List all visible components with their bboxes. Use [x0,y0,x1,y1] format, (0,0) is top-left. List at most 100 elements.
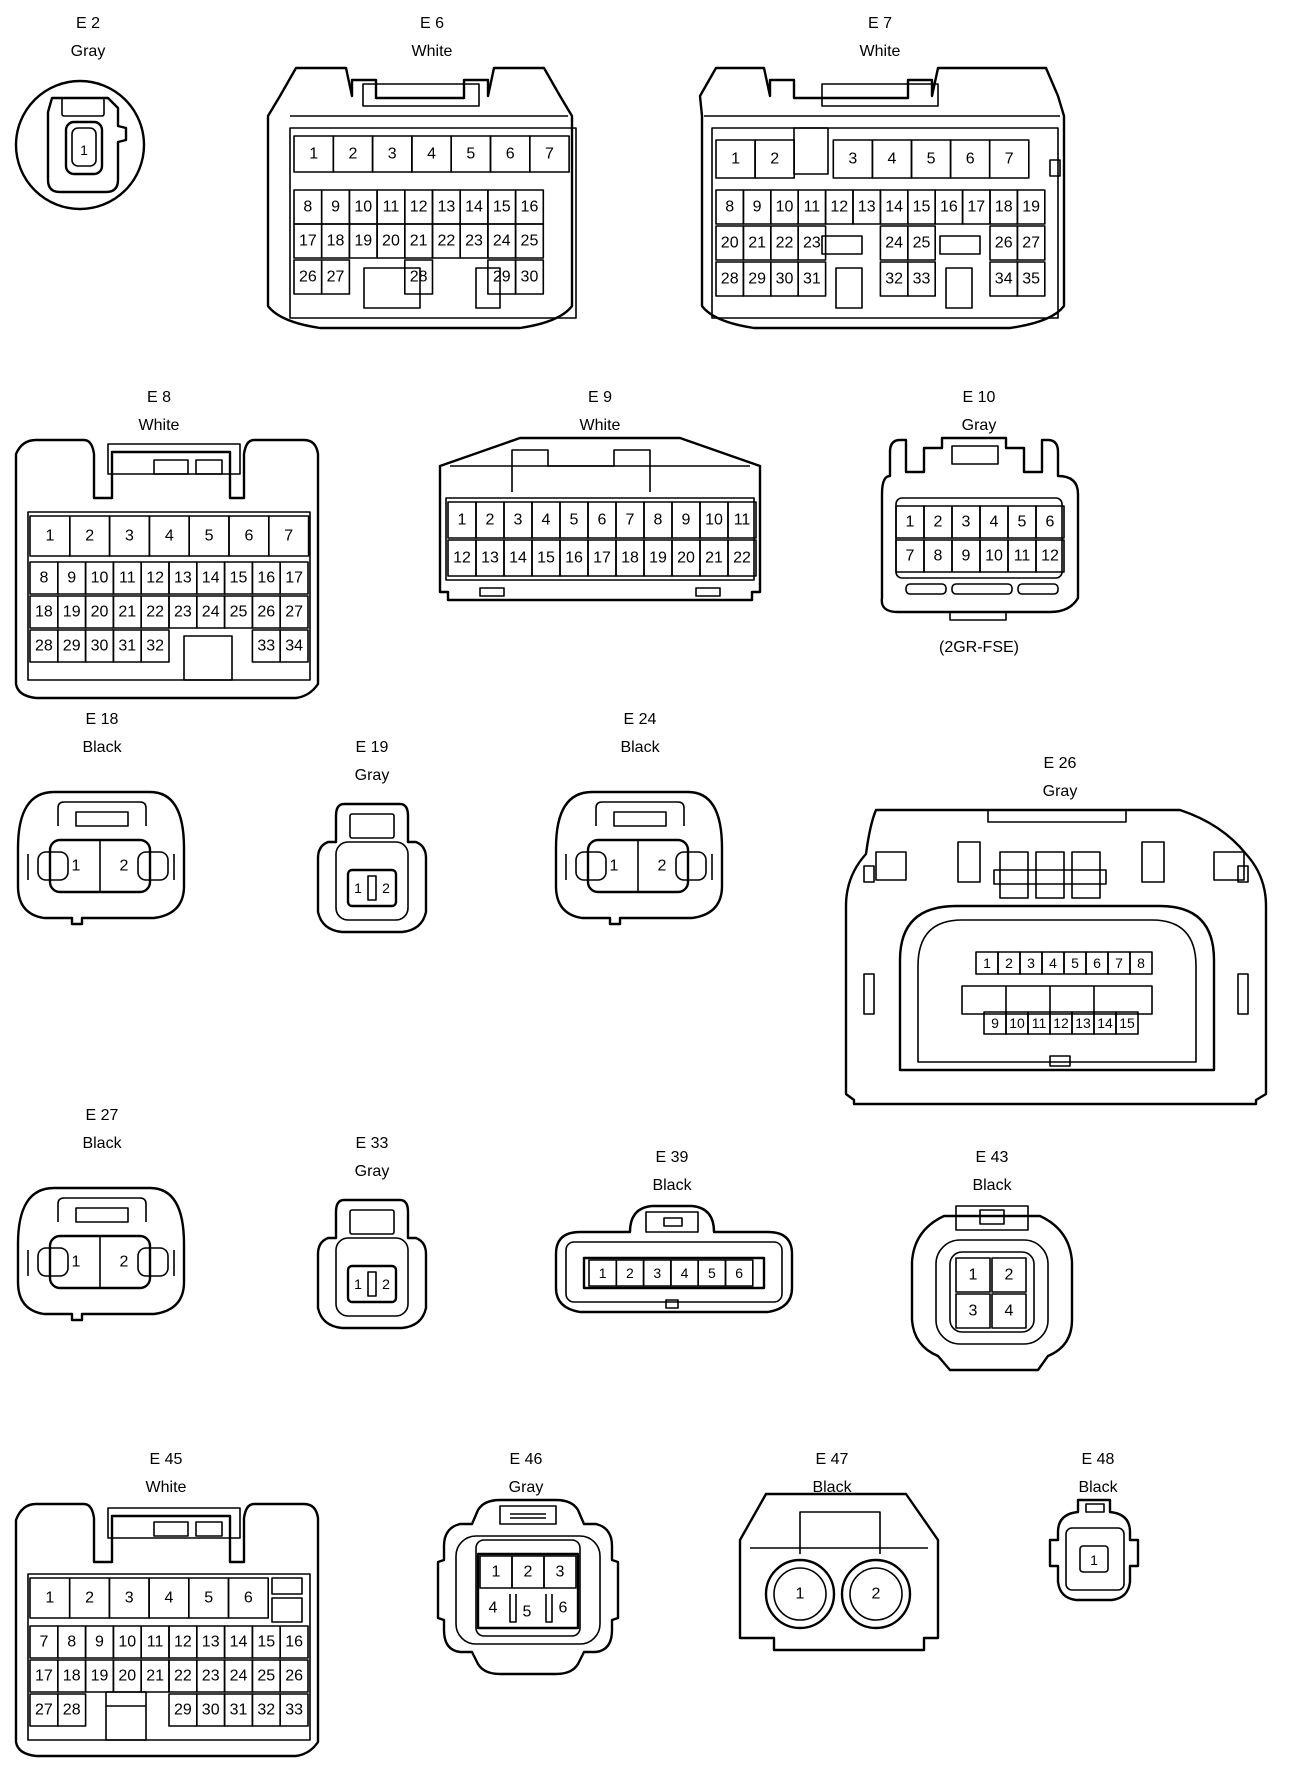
pin-cavity [797,225,827,261]
pin-label: 17 [285,570,303,587]
connector-color: Gray [509,1479,544,1496]
pin-label: 1 [354,880,362,896]
connector-color: Gray [71,43,106,60]
connector-color: Gray [1043,783,1078,800]
pin-label: 20 [91,604,109,621]
pin-label: 15 [1119,1015,1135,1031]
pin-label: 35 [1022,271,1040,288]
pin-label: 4 [990,514,999,531]
connector-color: White [412,43,453,60]
pin-label: 30 [776,271,794,288]
connector-color: Black [652,1177,692,1194]
pin-label: 1 [983,955,991,971]
pin-label: 14 [202,570,220,587]
pin-label: 7 [1115,955,1123,971]
pin-cavity [279,1693,309,1727]
pin-label: 3 [962,514,971,531]
pin-label: 29 [493,269,511,286]
pin-label: 12 [453,550,471,567]
pin-label: 12 [830,199,848,216]
pin-label: 6 [966,151,975,168]
pin-label: 1 [72,1254,81,1271]
pin-label: 15 [257,1634,275,1651]
connector-code: E 19 [356,739,389,756]
pin-label: 20 [721,235,739,252]
pin-label: 18 [621,550,639,567]
pin-cavity [279,1625,309,1659]
connector-code: E 6 [420,15,444,32]
pin-label: 19 [354,233,372,250]
pin-label: 1 [458,512,467,529]
pin-label: 2 [382,1276,390,1292]
pin-label: 7 [545,146,554,163]
pin-label: 3 [125,1590,134,1607]
pin-label: 7 [1005,151,1014,168]
pin-label: 22 [733,550,751,567]
pin-label: 1 [906,514,915,531]
pin-cavity [279,1659,309,1693]
pin-label: 19 [63,604,81,621]
pin-label: 23 [174,604,192,621]
pin-label: 14 [885,199,903,216]
pin-label: 16 [257,570,275,587]
pin-label: 3 [653,1265,661,1281]
pin-label: 10 [1009,1015,1025,1031]
pin-label: 18 [35,604,53,621]
pin-label: 1 [599,1265,607,1281]
pin-label: 9 [962,548,971,565]
pin-label: 18 [995,199,1013,216]
pin-label: 7 [284,528,293,545]
pin-label: 10 [91,570,109,587]
pin-cavity [988,139,1030,179]
pin-label: 8 [654,512,663,529]
pin-label: 21 [410,233,428,250]
pin-label: 4 [887,151,896,168]
connector-code: E 8 [147,389,171,406]
pin-label: 30 [521,269,539,286]
pin-label: 10 [776,199,794,216]
pin-cavity [227,1577,270,1619]
pin-label: 5 [927,151,936,168]
pin-label: 5 [204,1590,213,1607]
pin-cavity [724,1259,754,1287]
pin-label: 11 [147,1634,164,1651]
pin-label: 14 [465,199,483,216]
pin-label: 33 [285,1702,303,1719]
pin-label: 2 [934,514,943,531]
pin-label: 4 [427,146,436,163]
pin-label: 18 [327,233,345,250]
connector-code: E 33 [356,1135,389,1152]
connector-note: (2GR-FSE) [939,639,1019,656]
pin-label: 8 [1137,955,1145,971]
pin-label: 24 [230,1668,248,1685]
connector-color: Gray [355,1163,390,1180]
connector-code: E 47 [816,1451,849,1468]
pin-label: 26 [257,604,275,621]
pin-cavity [1016,225,1046,261]
pin-label: 1 [309,146,318,163]
pin-label: 23 [202,1668,220,1685]
pin-cavity [955,1293,991,1329]
pin-label: 4 [165,528,174,545]
pin-label: 15 [230,570,248,587]
pin-label: 3 [514,512,523,529]
pin-cavity [267,515,310,557]
pin-label: 2 [872,1586,881,1603]
connector-color: White [860,43,901,60]
pin-label: 11 [1014,548,1031,565]
pin-label: 8 [67,1634,76,1651]
pin-label: 10 [354,199,372,216]
pin-label: 11 [383,199,400,216]
pin-cavity [991,1257,1027,1293]
pin-label: 2 [626,1265,634,1281]
pin-label: 21 [118,604,136,621]
pin-label: 7 [39,1634,48,1651]
pin-label: 3 [1027,955,1035,971]
connector-color: White [139,417,180,434]
pin-label: 31 [118,638,136,655]
